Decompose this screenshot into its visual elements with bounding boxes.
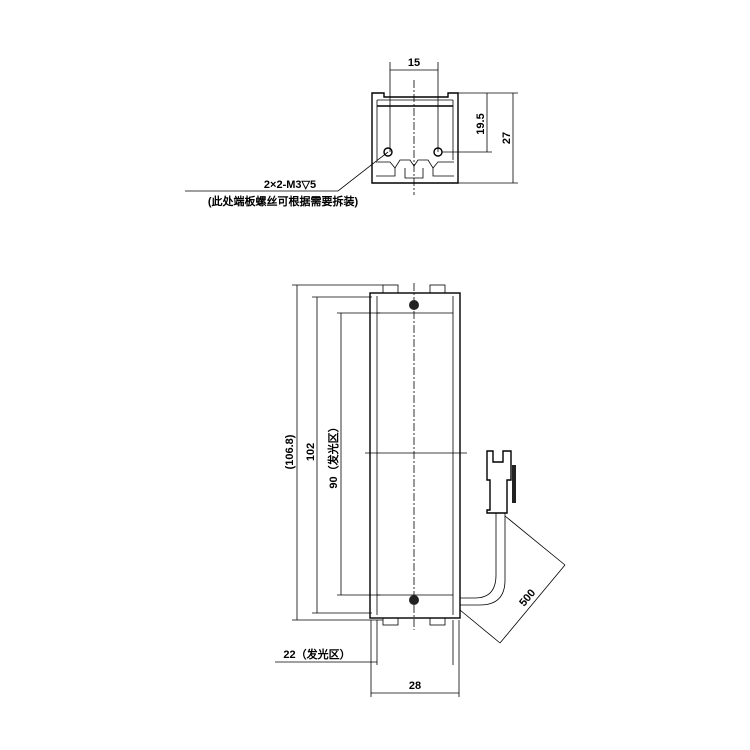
dim-width-label: 15 <box>408 57 420 69</box>
dim-emitting-width-label: 22（发光区） <box>283 647 350 661</box>
dim-width-28-label: 28 <box>409 680 421 692</box>
screw-note: 2×2-M3▽5 <box>264 179 316 191</box>
end-screw-bottom <box>409 595 419 605</box>
dim-overall-length-label: (106.8) <box>284 434 296 469</box>
dimension-widths <box>275 620 460 697</box>
dim-cable-length-label: 500 <box>517 587 538 609</box>
screw-note-detail: (此处端板螺丝可根据需要拆装) <box>208 194 359 208</box>
dim-body-length-label: 102 <box>305 443 317 461</box>
dim-emitting-length-label: 90（发光区） <box>326 421 340 488</box>
screw-hole-left <box>383 147 393 157</box>
dim-hole-height-label: 19.5 <box>475 113 487 134</box>
dimension-500 <box>459 515 566 644</box>
dimension-19-5 <box>442 92 518 184</box>
dimension-15 <box>389 62 439 152</box>
dim-height-label: 27 <box>501 132 513 144</box>
dimension-lengths <box>292 284 383 621</box>
connector-and-cable <box>460 450 516 606</box>
top-view-profile <box>371 80 459 195</box>
screw-leader-line <box>185 151 389 192</box>
front-view-body <box>365 283 467 630</box>
end-screw-top <box>409 300 419 310</box>
